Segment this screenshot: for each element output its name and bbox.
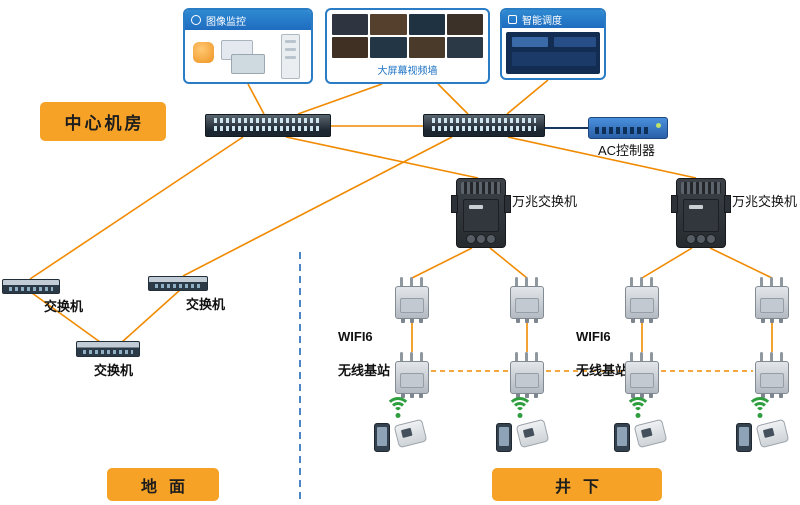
- fingerprint-icon: [193, 42, 214, 63]
- terminal-group: [612, 416, 668, 454]
- terminal-group: [494, 416, 550, 454]
- underground-banner: 井下: [492, 468, 662, 501]
- wifi6-label-line1: WIFI6: [338, 329, 373, 344]
- access-switch-b: [148, 276, 208, 291]
- smartphone-icon: [614, 423, 630, 452]
- connection-line: [31, 292, 101, 343]
- center-room-banner: 中心机房: [40, 102, 166, 141]
- dispatch-icon: [508, 14, 517, 24]
- image-monitoring-header: 图像监控: [185, 10, 311, 30]
- ten-gig-switch-2-label: 万兆交换机: [732, 194, 798, 209]
- image-monitoring-content: [185, 30, 311, 82]
- ac-controller-label: AC控制器: [598, 143, 656, 158]
- wifi6-label-line2: 无线基站: [576, 363, 629, 378]
- access-switch-c: [76, 341, 140, 357]
- wireless-ap-4: [755, 277, 789, 323]
- image-monitoring-box: 图像监控: [183, 8, 313, 84]
- access-switch-b-label: 交换机: [186, 297, 226, 312]
- wifi-signal-icon: [383, 397, 413, 421]
- wifi6-label-line1: WIFI6: [576, 329, 611, 344]
- video-thumbnail: [446, 37, 483, 58]
- connection-line: [411, 247, 473, 279]
- wifi-signal-icon: [623, 397, 653, 421]
- handheld-device-icon: [515, 418, 550, 449]
- connection-line: [437, 83, 469, 115]
- smartphone-icon: [496, 423, 512, 452]
- smartphone-icon: [736, 423, 752, 452]
- smartphone-icon: [374, 423, 390, 452]
- smart-dispatch-header: 智能调度: [502, 10, 604, 28]
- wireless-ap-3: [625, 277, 659, 323]
- core-switch-1: [205, 114, 331, 137]
- connection-line: [507, 136, 697, 179]
- image-monitoring-title: 图像监控: [206, 16, 246, 28]
- wireless-ap-5: [395, 352, 429, 398]
- terminal-group: [734, 416, 790, 454]
- connection-line: [247, 83, 265, 115]
- wireless-ap-8: [755, 352, 789, 398]
- video-thumbnail: [370, 14, 407, 35]
- handheld-device-icon: [755, 418, 790, 449]
- connection-line: [641, 247, 693, 279]
- connection-line: [285, 136, 479, 179]
- video-thumbnail: [408, 37, 445, 58]
- wifi-signal-icon: [505, 397, 535, 421]
- core-switch-2: [423, 114, 545, 137]
- access-switch-a-label: 交换机: [44, 299, 84, 314]
- video-thumbnail: [332, 37, 369, 58]
- connection-line: [489, 247, 528, 279]
- smart-dispatch-box: 智能调度: [500, 8, 606, 80]
- connection-line: [506, 79, 549, 115]
- wireless-ap-7: [625, 352, 659, 398]
- port-strip: [595, 127, 649, 134]
- camera-icon: [191, 15, 201, 25]
- handheld-device-icon: [393, 418, 428, 449]
- orange-links: [29, 79, 773, 352]
- ten-gig-switch-2-device: [671, 178, 731, 248]
- video-thumbnail: [408, 14, 445, 35]
- video-thumbnail: [370, 37, 407, 58]
- smart-dispatch-title: 智能调度: [522, 15, 562, 27]
- terminal-group: [372, 416, 428, 454]
- wireless-ap-6: [510, 352, 544, 398]
- connection-line: [709, 247, 773, 279]
- ac-controller-device: [588, 117, 668, 139]
- ten-gig-switch-1-device: [451, 178, 511, 248]
- status-led: [656, 123, 661, 128]
- handheld-device-icon: [633, 418, 668, 449]
- video-thumbnail: [446, 14, 483, 35]
- video-thumbnail: [332, 14, 369, 35]
- video-wall-grid: [332, 14, 483, 58]
- connection-line: [297, 83, 383, 115]
- wifi6-station-label-left: WIFI6 无线基站: [338, 311, 390, 379]
- access-switch-c-label: 交换机: [94, 363, 134, 378]
- ground-banner: 地面: [107, 468, 219, 501]
- access-switch-a: [2, 279, 60, 294]
- connection-line: [29, 136, 244, 280]
- wifi6-label-line2: 无线基站: [338, 363, 391, 378]
- terminal-card-image: [231, 54, 265, 74]
- wireless-ap-2: [510, 277, 544, 323]
- wireless-ap-1: [395, 277, 429, 323]
- dispatch-dashboard-image: [506, 32, 600, 74]
- video-wall-caption: 大屏幕视频墙: [377, 66, 438, 77]
- ten-gig-switch-1-label: 万兆交换机: [512, 194, 578, 209]
- connection-line: [182, 136, 453, 277]
- wifi6-station-label-right: WIFI6 无线基站: [576, 311, 628, 379]
- server-tower-image: [281, 34, 300, 79]
- video-wall-box: 大屏幕视频墙: [325, 8, 490, 84]
- connection-line: [121, 289, 181, 343]
- wifi-signal-icon: [745, 397, 775, 421]
